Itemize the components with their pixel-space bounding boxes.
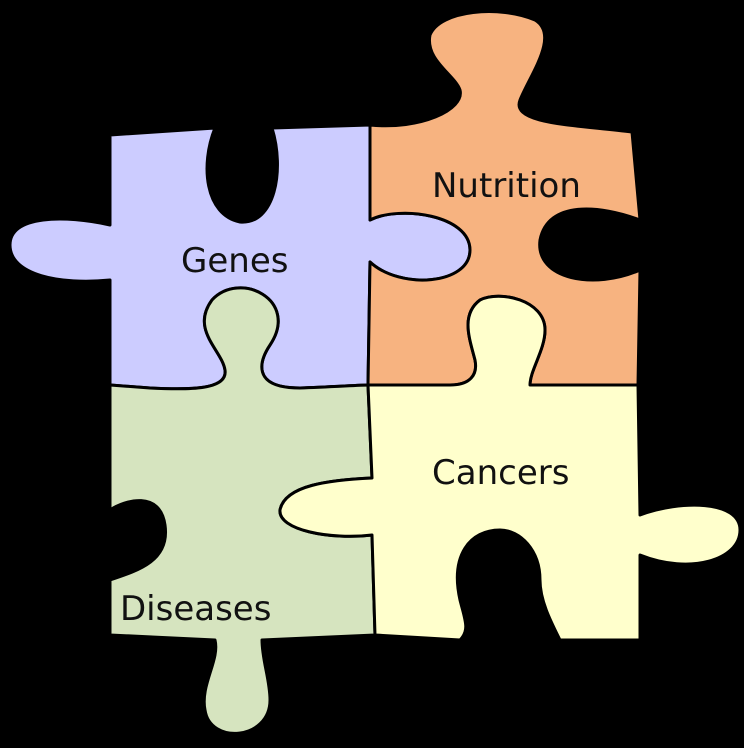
genes-label: Genes	[181, 241, 288, 281]
cancers-label: Cancers	[432, 453, 569, 493]
cancers-piece	[278, 294, 742, 642]
nutrition-piece	[366, 10, 642, 387]
diseases-label: Diseases	[120, 589, 271, 629]
nutrition-label: Nutrition	[432, 166, 581, 206]
